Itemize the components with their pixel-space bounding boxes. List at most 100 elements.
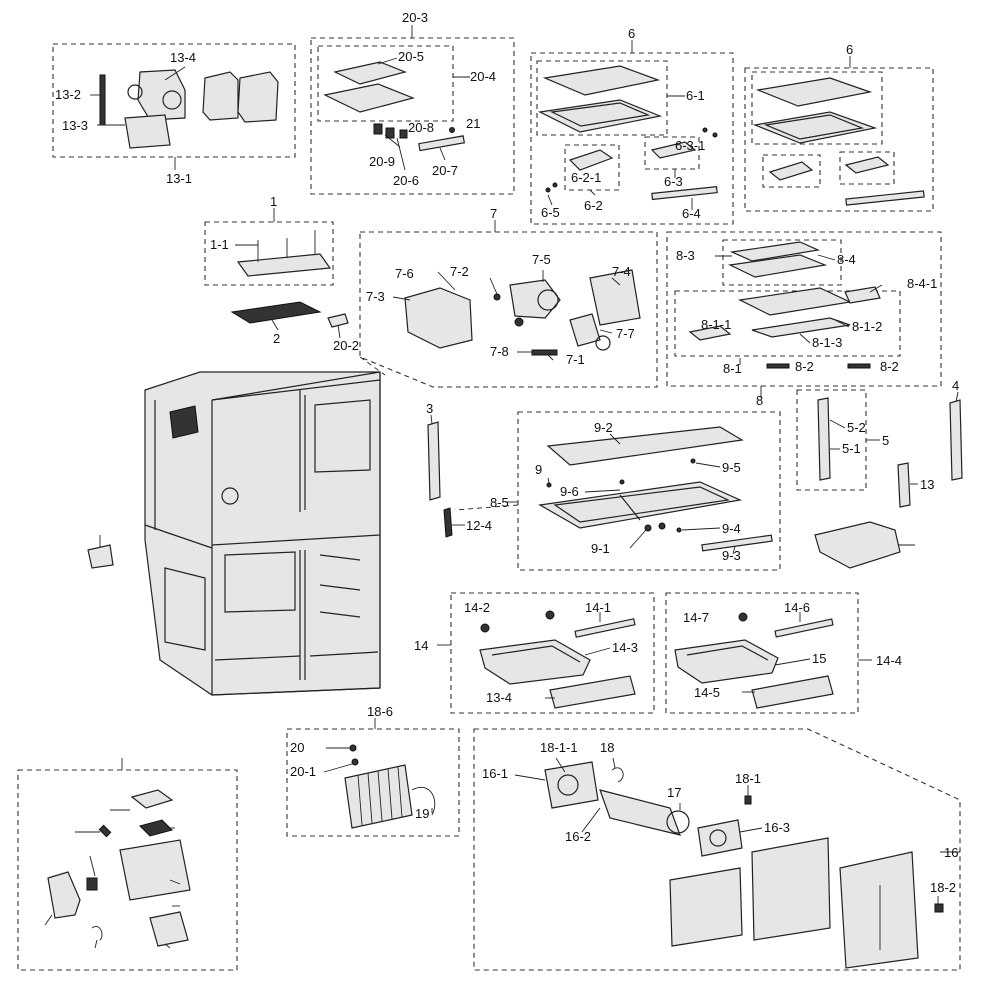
label-17: 20-2 — [333, 338, 359, 353]
label-6-1: 6-1 — [686, 88, 705, 103]
label-18: 20-3 — [402, 10, 428, 25]
label-6-3-1: 6-3-1 — [675, 138, 705, 153]
label-13-2: 14-6 — [784, 600, 810, 615]
label-6a: 6 — [628, 26, 635, 41]
group-1-parts — [236, 230, 332, 277]
label-12: 14 — [414, 638, 428, 653]
part-10a-drawing — [443, 507, 453, 538]
group-20-parts — [47, 789, 191, 947]
label-11: 13-1 — [166, 171, 192, 186]
label-14-4: 17 — [667, 785, 681, 800]
label-12-1: 13-4 — [486, 690, 512, 705]
group-6a-leaders — [547, 40, 693, 210]
label-11-2: 13-3 — [62, 118, 88, 133]
group-8-4-box — [722, 239, 842, 286]
group-18-1-box — [317, 45, 454, 122]
label-7-6: 7-6 — [395, 266, 414, 281]
group-6b-right-box — [839, 151, 895, 185]
label-14-2: 16-2 — [565, 829, 591, 844]
label-9: 8-5 — [490, 495, 509, 510]
group-12-leaders — [437, 612, 611, 699]
group-1-box — [204, 221, 334, 286]
label-5: 5 — [882, 433, 889, 448]
label-7-8: 7-8 — [490, 344, 509, 359]
label-6-2-1: 6-2-1 — [571, 170, 601, 185]
group-6b-inner-box — [751, 71, 883, 145]
cabinet-drawing — [144, 371, 381, 696]
label-10a: 12-4 — [466, 518, 492, 533]
label-18-4: 20-8 — [408, 120, 434, 135]
label-2: 2 — [273, 331, 280, 346]
label-18-2: 20-6 — [393, 173, 419, 188]
label-1: 1 — [270, 194, 277, 209]
part-17-leader — [337, 324, 341, 339]
label-8-5: 8-4-1 — [907, 276, 937, 291]
label-12-4: 14-3 — [612, 640, 638, 655]
label-6-4: 6-4 — [682, 206, 701, 221]
label-6-2: 6-2 — [584, 198, 603, 213]
label-18-6: 21 — [466, 116, 480, 131]
label-7-3: 7-3 — [366, 289, 385, 304]
label-4: 4 — [952, 378, 959, 393]
group-13-box — [665, 592, 859, 714]
group-13-parts — [674, 612, 834, 709]
group-6a-parts — [538, 65, 718, 201]
label-10b: 13 — [920, 477, 934, 492]
part-17-drawing — [327, 313, 349, 328]
label-16-3: 20-1 — [290, 764, 316, 779]
label-13: 14-4 — [876, 653, 902, 668]
group-8-leaders — [715, 254, 883, 398]
group-6a-inner-box — [536, 60, 668, 136]
label-8-1-3: 8-1-3 — [812, 335, 842, 350]
group-18-parts — [323, 61, 466, 152]
label-6-5: 6-5 — [541, 205, 560, 220]
label-9-3: 9-2 — [594, 420, 613, 435]
part-2-drawing — [230, 301, 322, 324]
label-18-1-1: 20-5 — [398, 49, 424, 64]
label-18-3: 20-7 — [432, 163, 458, 178]
group-16-box — [286, 728, 460, 837]
group-9-leaders — [505, 433, 736, 555]
label-15: 18-2 — [930, 880, 956, 895]
group-12-box — [450, 592, 655, 714]
group-11-box — [52, 43, 296, 158]
part-21-drawing — [814, 521, 901, 569]
label-7-4: 7-4 — [612, 264, 631, 279]
label-14-1: 16-1 — [482, 766, 508, 781]
label-9-7: 9-6 — [560, 484, 579, 499]
label-12-3: 14-2 — [464, 600, 490, 615]
label-8: 8 — [756, 393, 763, 408]
label-7-7: 7-7 — [616, 326, 635, 341]
label-5-2: 5-2 — [847, 420, 866, 435]
label-8-1-2: 8-1-2 — [852, 319, 882, 334]
part-3-drawing — [427, 421, 441, 501]
group-16-leaders — [323, 718, 433, 813]
group-5-box — [796, 389, 867, 491]
group-11-parts — [99, 69, 279, 149]
label-9-1: 9 — [535, 462, 542, 477]
group-8-1-box — [674, 290, 901, 357]
group-7-leaders — [392, 220, 621, 361]
part-4-drawing — [949, 399, 963, 481]
label-8-2: 8-2 — [795, 359, 814, 374]
group-1-leaders — [235, 208, 275, 246]
group-9-box — [517, 411, 781, 571]
label-14-3: 16-3 — [764, 820, 790, 835]
label-18-5: 20-9 — [369, 154, 395, 169]
group-14-parts — [544, 761, 944, 969]
group-5-leaders — [829, 419, 880, 450]
label-9-2: 9-1 — [591, 541, 610, 556]
label-14-5: 18 — [600, 740, 614, 755]
label-14: 16 — [944, 845, 958, 860]
group-18-leaders — [377, 25, 470, 171]
label-14-6: 18-1 — [735, 771, 761, 786]
group-20-box — [17, 769, 238, 971]
group-20-leaders — [44, 758, 181, 949]
group-7-parts — [404, 269, 641, 356]
part-3-leader — [430, 414, 433, 425]
label-9-4: 9-3 — [722, 548, 741, 563]
label-13-4: 15 — [812, 651, 826, 666]
label-8-1-1: 8-1-1 — [701, 317, 731, 332]
group-13-leaders — [742, 612, 872, 693]
label-14-7: 18-1-1 — [540, 740, 578, 755]
